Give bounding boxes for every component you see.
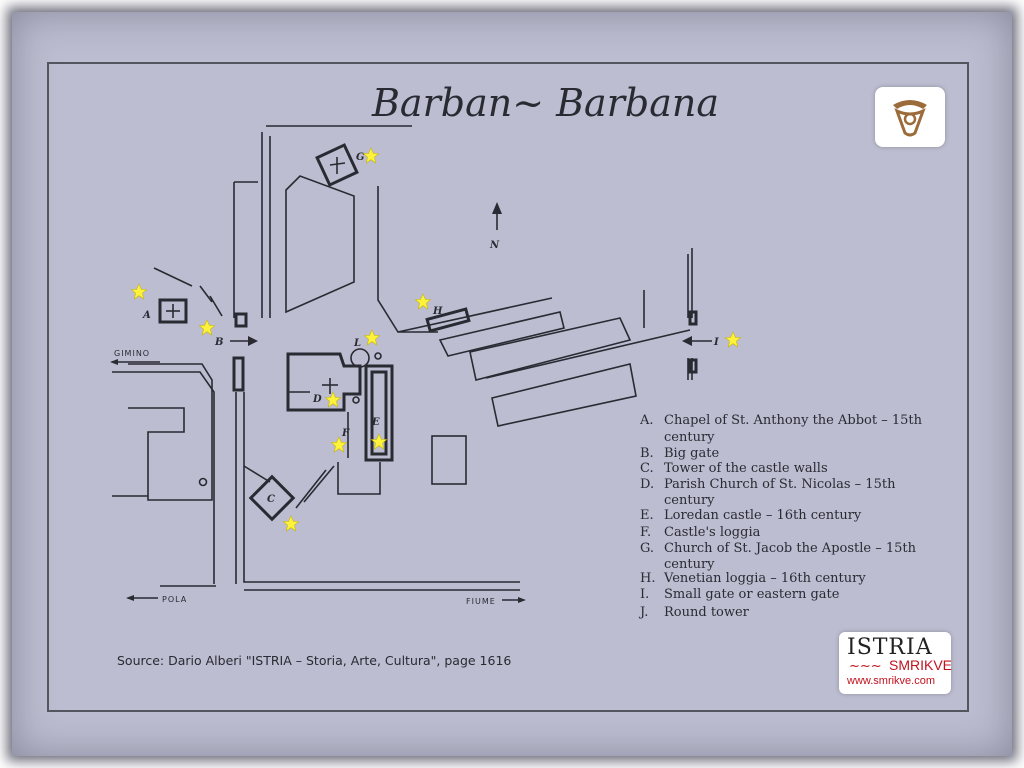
legend-key: E. <box>640 508 654 523</box>
emblem-logo <box>875 87 945 147</box>
tower-c-icon <box>248 474 296 522</box>
label-a: A <box>142 310 151 321</box>
legend-key: D. <box>640 477 654 492</box>
label-b: B <box>214 337 223 348</box>
legend-text: Church of St. Jacob the Apostle – 15th <box>664 541 917 556</box>
star-icon <box>414 293 432 310</box>
star-icon <box>363 329 381 346</box>
smrikve-logo: ISTRIA ~~~ SMRIKVE www.smrikve.com <box>839 632 953 694</box>
legend-key: J. <box>638 605 648 620</box>
legend-text: Parish Church of St. Nicolas – 15th <box>664 477 896 492</box>
label-l: L <box>353 338 361 349</box>
star-icon <box>330 436 348 453</box>
legend-key: B. <box>640 446 654 461</box>
label-f: F <box>341 428 350 439</box>
road-label-fiume: FIUME <box>466 597 496 606</box>
legend-text: Castle's loggia <box>664 525 761 540</box>
round-tower-j-icon <box>374 352 382 360</box>
church-d-and-castle-e <box>286 348 394 462</box>
label-d: D <box>312 394 322 405</box>
logo-line-smrikve: SMRIKVE <box>889 657 953 673</box>
legend-key: C. <box>640 461 654 476</box>
landmark-stars <box>130 147 742 532</box>
gate-b-icon <box>234 312 248 328</box>
logo-line-istria: ISTRIA <box>847 635 933 660</box>
emblem-icon <box>893 100 927 137</box>
gate-b-wall <box>232 356 245 392</box>
star-icon <box>324 391 342 408</box>
legend: A. Chapel of St. Anthony the Abbot – 15t… <box>638 413 923 620</box>
flourish-icon: ~~~ <box>849 659 882 674</box>
star-icon <box>198 319 216 336</box>
legend-text-cont: century <box>664 430 715 445</box>
legend-key: A. <box>639 413 654 428</box>
star-icon <box>724 331 742 348</box>
logo-url: www.smrikve.com <box>847 675 936 687</box>
legend-text: Big gate <box>664 446 719 461</box>
label-e: E <box>371 417 380 428</box>
star-icon <box>370 433 388 450</box>
road-label-gimino: GIMINO <box>114 349 150 358</box>
north-arrow-icon <box>492 202 502 230</box>
road-label-pola: POLA <box>162 595 187 604</box>
star-icon <box>130 283 148 300</box>
legend-key: H. <box>640 571 655 586</box>
label-c: C <box>267 494 275 505</box>
loggia-h-icon <box>425 307 471 333</box>
map-border <box>47 62 969 712</box>
gate-b-arrow-icon <box>230 336 258 346</box>
legend-text-cont: century <box>664 557 715 572</box>
chapel-a-icon <box>158 298 188 324</box>
legend-key: G. <box>640 541 654 556</box>
legend-text-cont: century <box>664 493 715 508</box>
legend-text: Loredan castle – 16th century <box>664 508 862 523</box>
source-citation: Source: Dario Alberi "ISTRIA – Storia, A… <box>117 653 511 668</box>
legend-text: Small gate or eastern gate <box>664 587 840 602</box>
label-g: G <box>356 152 365 163</box>
legend-text: Round tower <box>664 605 750 620</box>
label-i: I <box>713 337 719 348</box>
gate-i-arrow-icon <box>682 336 712 346</box>
star-icon <box>362 147 380 164</box>
legend-text: Venetian loggia – 16th century <box>663 571 866 586</box>
star-icon <box>282 515 300 532</box>
street-plan <box>112 125 698 591</box>
legend-text: Tower of the castle walls <box>664 461 828 476</box>
north-label: N <box>489 240 500 251</box>
map-title: Barban~ Barbana <box>371 81 719 125</box>
legend-key: F. <box>640 525 651 540</box>
legend-key: I. <box>640 587 649 602</box>
label-h: H <box>432 306 443 317</box>
church-g-icon <box>315 143 359 187</box>
legend-text: Chapel of St. Anthony the Abbot – 15th <box>664 413 923 428</box>
